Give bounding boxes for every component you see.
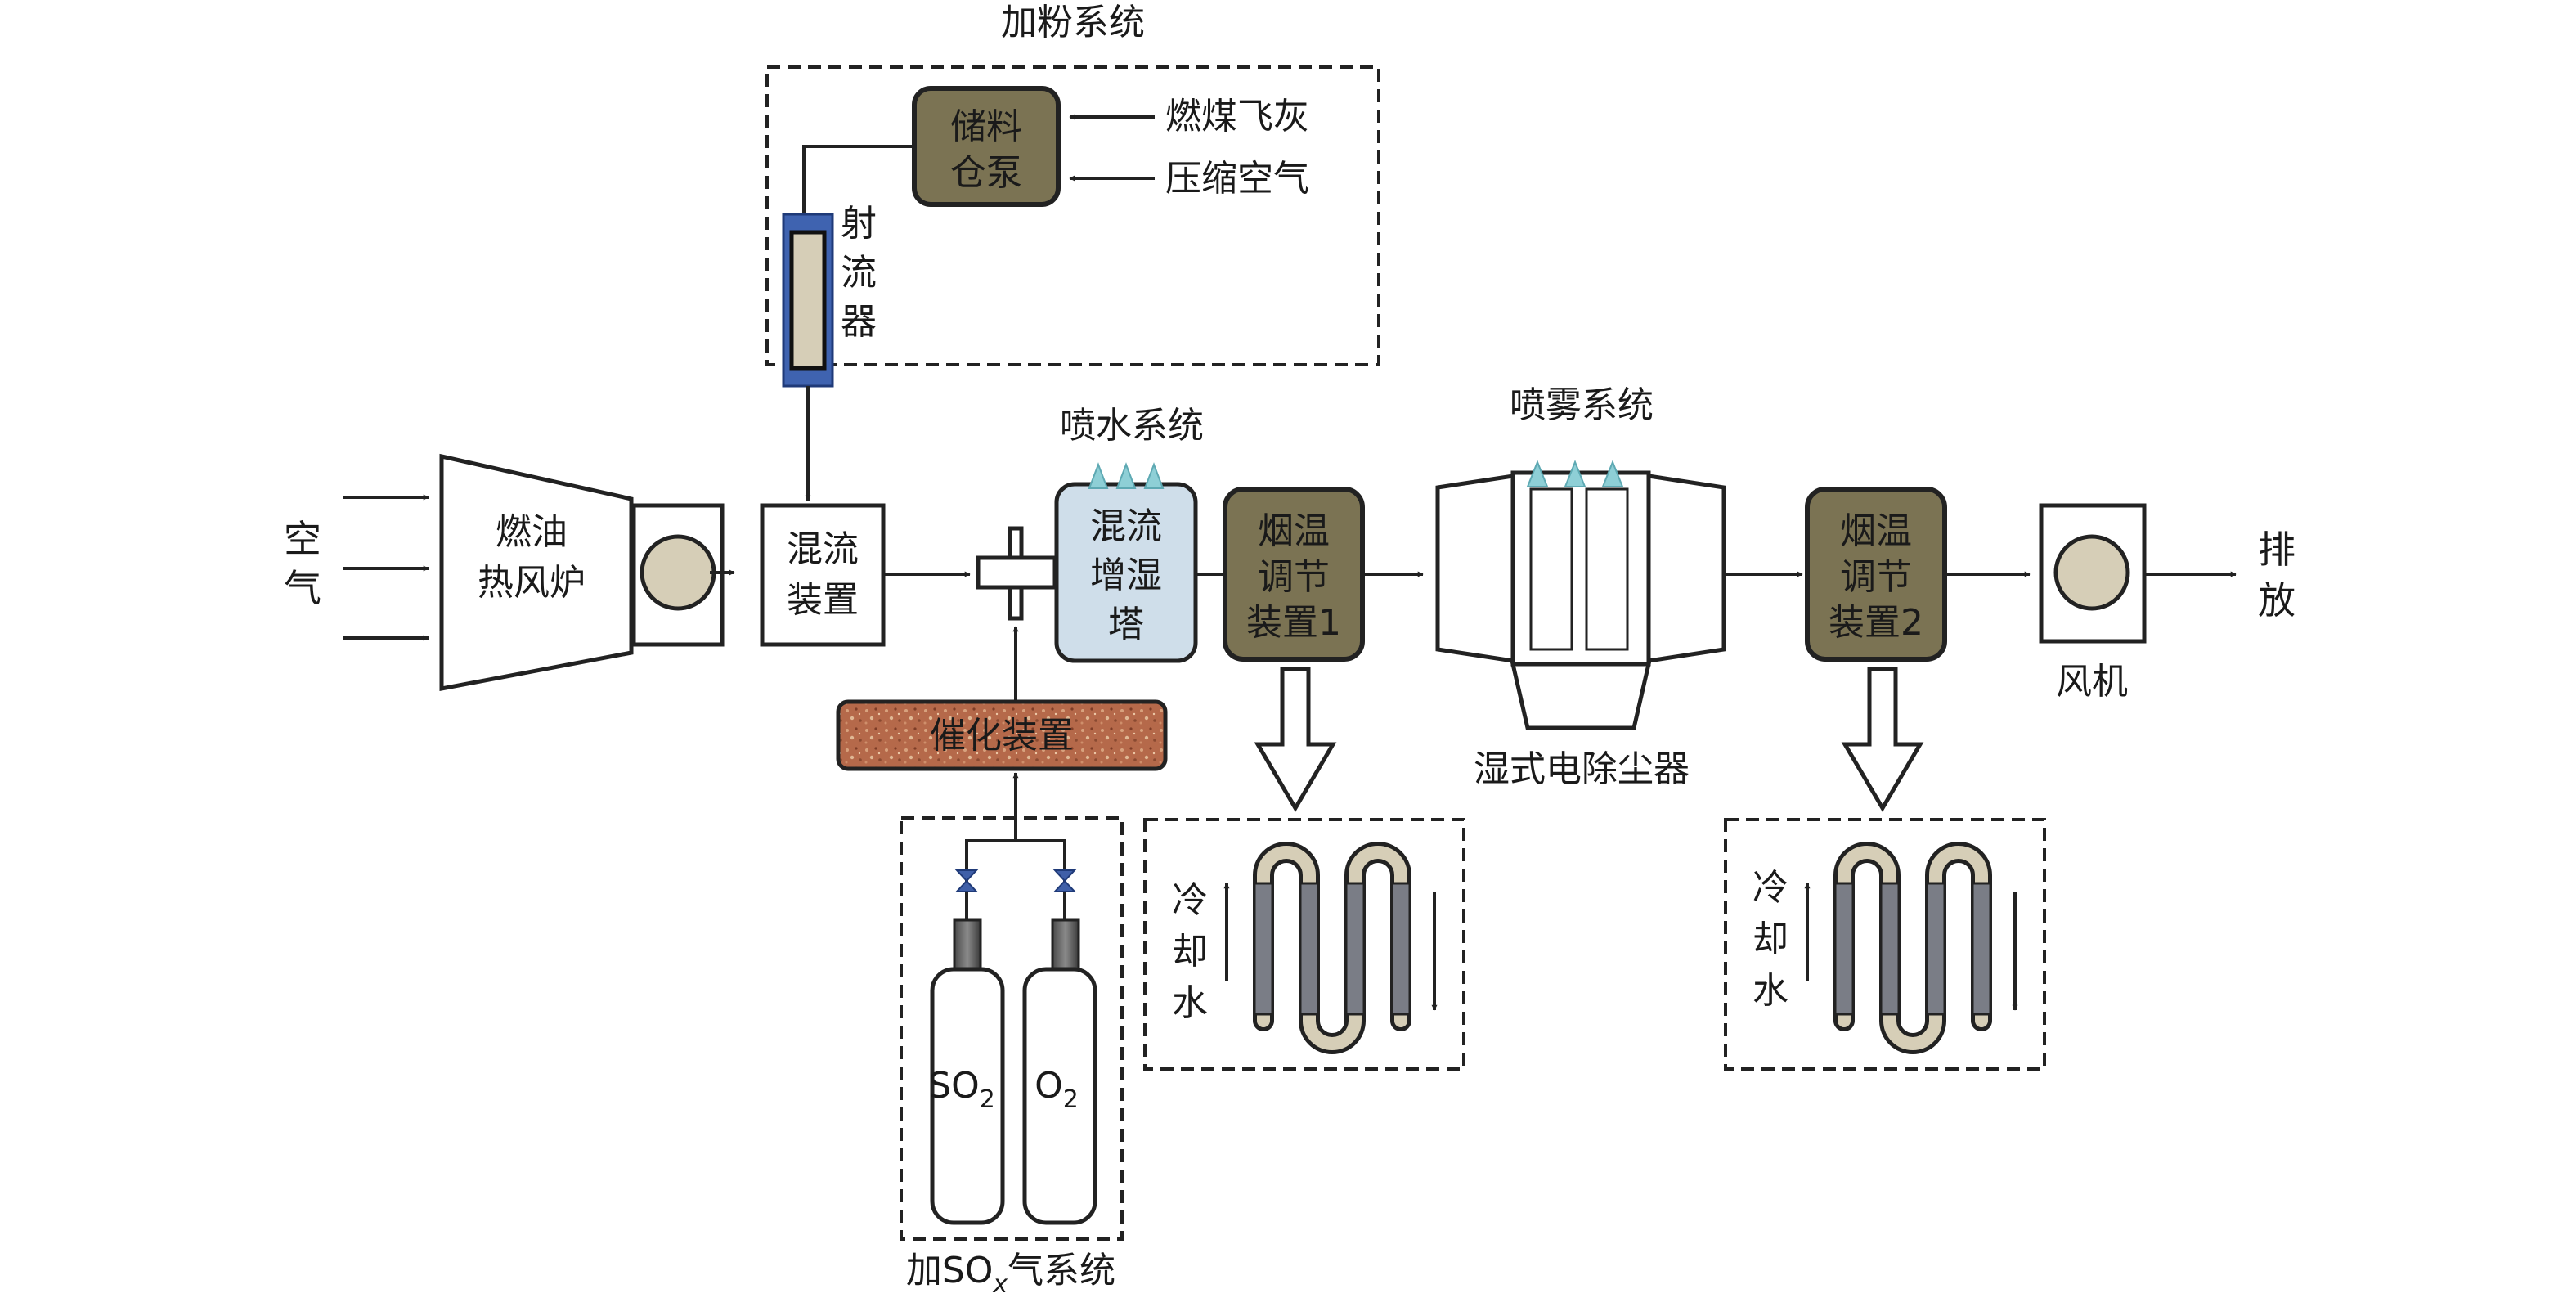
storage-pump-label-line2: 仓泵 [950,152,1022,194]
wet-electrostatic-precipitator [1435,470,1726,730]
ejector [782,213,834,388]
powder-system-title: 加粉系统 [1001,2,1145,43]
temp-regulator-1-label-line3: 装置1 [1246,602,1341,644]
humidifier-tower: 混流 增湿 塔 [1054,482,1198,663]
air-inlet: 空 气 [284,494,429,641]
exhaust-fan [2039,503,2147,644]
cooling-coil-2: 冷 却 水 [1724,818,2046,1071]
cooling-2-label-char2: 却 [1752,918,1788,960]
catalyst-label: 催化装置 [930,715,1074,757]
cooling-1-label-char1: 冷 [1172,879,1208,921]
compressed-air-label: 压缩空气 [1165,158,1309,200]
humidifier-tower-label-line2: 增湿 [1090,555,1162,596]
powder-system: 加粉系统 储料 仓泵 燃煤飞灰 压缩空气 射 流 器 [765,2,1380,501]
injection-nozzle [976,526,1057,621]
o2-cylinder: O2 [1022,869,1097,1225]
mixer: 混流 装置 [760,503,886,647]
cooling-1-label-char2: 却 [1172,931,1208,972]
air-label-char1: 空 [284,517,321,561]
sox-system-title: 加SOx气系统 [906,1250,1115,1298]
ejector-label-char2: 流 [841,252,877,294]
humidifier-tower-label-line1: 混流 [1090,505,1162,547]
catalyst-device: 催化装置 [836,699,1168,771]
fly-ash-label: 燃煤飞灰 [1165,96,1309,137]
furnace-blower [631,503,735,647]
temp-regulator-2-label-line1: 烟温 [1840,510,1912,552]
mixer-label-line2: 装置 [787,579,859,621]
cooling-coil-1: 冷 却 水 [1143,818,1465,1071]
humidifier-tower-label-line3: 塔 [1108,604,1144,645]
powder-system-boundary [765,65,1380,366]
oil-furnace-label-line1: 燃油 [496,511,568,553]
pump-to-ejector-line [801,145,914,231]
o2-label: O2 [1034,1065,1079,1114]
water-spray-system-title: 喷水系统 [1060,405,1204,447]
temp-regulator-2-label-line2: 调节 [1840,556,1912,598]
sox-system-boundary [900,816,1124,1241]
temp-regulator-1: 烟温 调节 装置1 [1223,487,1365,662]
o2-valve-icon [1052,869,1077,892]
so2-label: SO2 [928,1065,995,1114]
air-label-char2: 气 [284,566,321,610]
ejector-label-char3: 器 [841,301,877,343]
storage-pump-label-line1: 储料 [950,106,1022,148]
temp-regulator-2: 烟温 调节 装置2 [1805,487,1947,662]
so2-cylinder: SO2 [928,869,1005,1225]
storage-pump: 储料 仓泵 [912,86,1061,207]
mist-system-title: 喷雾系统 [1510,384,1654,426]
cooling-2-label-char1: 冷 [1752,867,1788,909]
cooling-coil-1-boundary [1143,818,1465,1071]
regulator2-heat-exchange-arrow [1841,667,1924,812]
exhaust-label-char2: 放 [2258,578,2296,622]
mist-spray-droplets [1526,460,1624,487]
ejector-label-char1: 射 [841,203,877,245]
temp-regulator-1-label-line2: 调节 [1258,556,1330,598]
mixer-label-line1: 混流 [787,528,859,570]
cooling-1-label-char3: 水 [1172,982,1208,1024]
so2-valve-icon [954,869,979,892]
wesp-label: 湿式电除尘器 [1474,748,1690,790]
regulator1-heat-exchange-arrow [1254,667,1337,812]
oil-furnace: 燃油 热风炉 [439,453,634,692]
cooling-coil-2-boundary [1724,818,2046,1071]
water-spray-droplets [1088,462,1165,489]
exhaust-label-char1: 排 [2258,528,2296,572]
temp-regulator-2-label-line3: 装置2 [1829,602,1923,644]
sox-gas-system: SO2 O2 加SOx气系统 [900,772,1124,1298]
oil-furnace-label-line2: 热风炉 [478,562,586,604]
temp-regulator-1-label-line1: 烟温 [1258,510,1330,552]
fan-label: 风机 [2056,661,2128,703]
cooling-2-label-char3: 水 [1752,970,1788,1012]
